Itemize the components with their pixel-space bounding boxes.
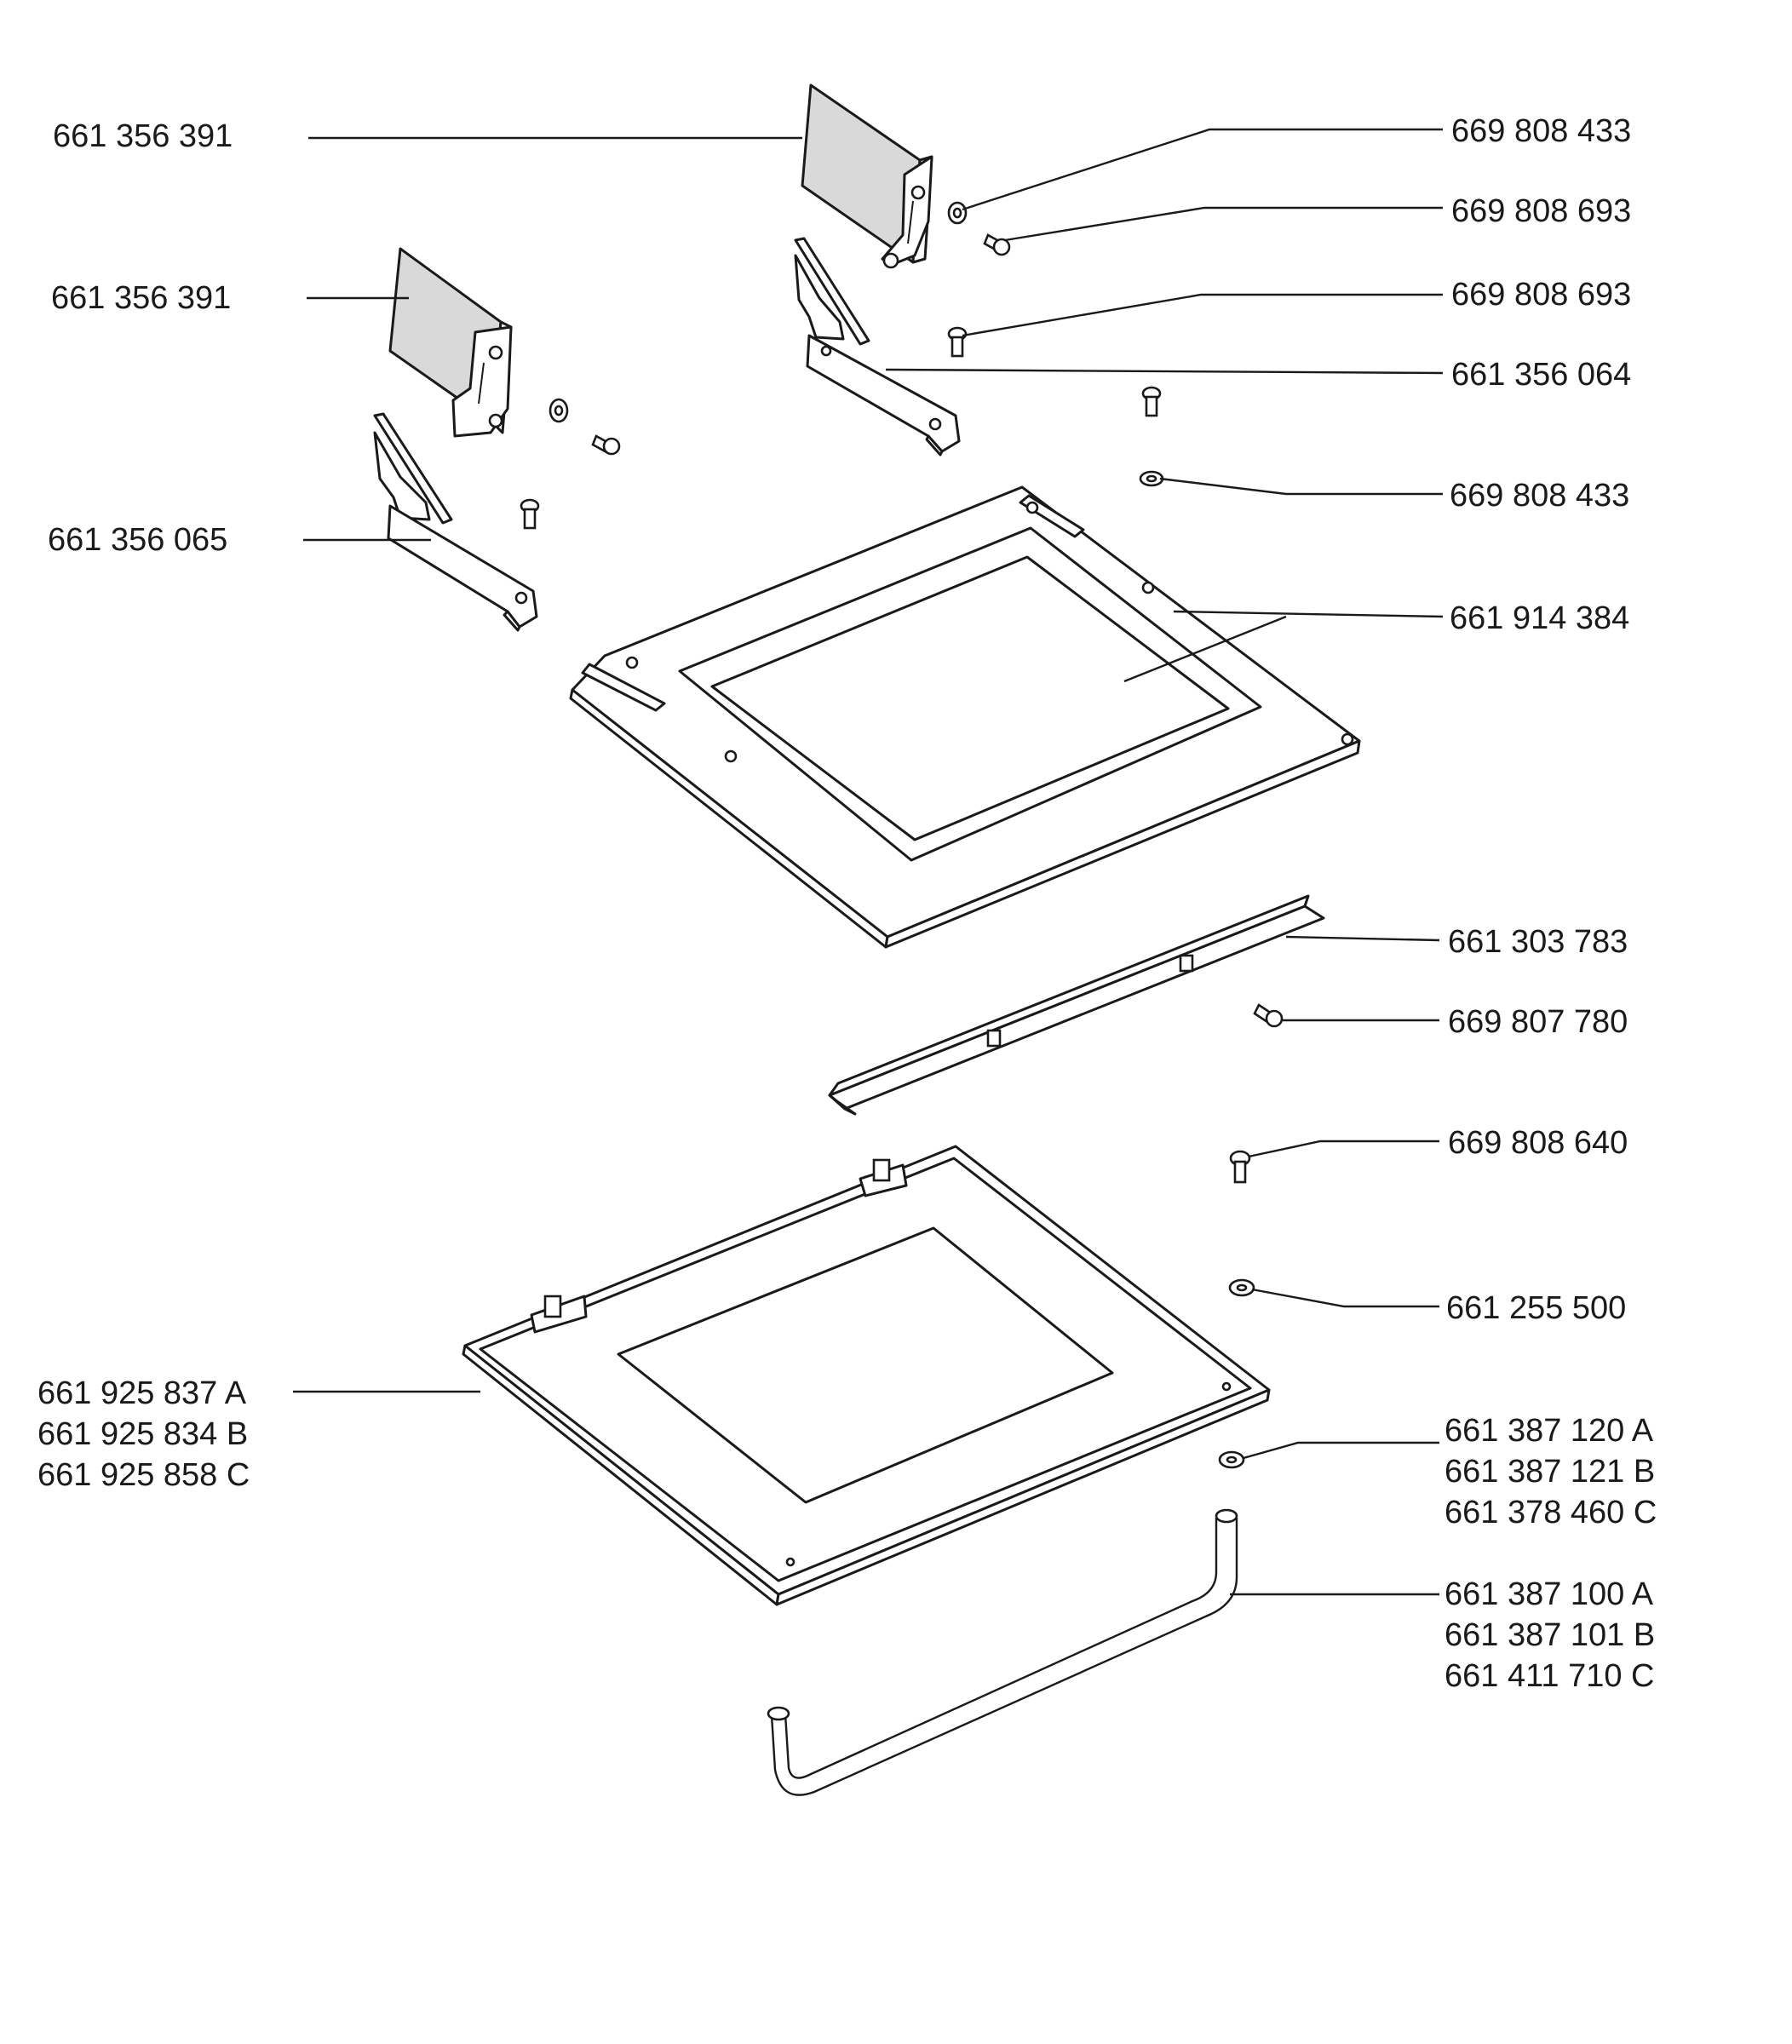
label-screw-top-a: 669 808 693 — [1451, 193, 1631, 229]
label-outer-door-a: 661 925 837 A — [37, 1375, 247, 1411]
screw-left-lower-icon — [520, 498, 540, 530]
label-inner-door-panel: 661 914 384 — [1450, 600, 1629, 636]
hinge-right — [794, 237, 961, 456]
handle-washer-icon — [1218, 1450, 1245, 1469]
label-handle-b: 661 387 101 B — [1445, 1617, 1655, 1653]
strip — [828, 894, 1325, 1116]
inner-door-panel — [569, 485, 1361, 949]
leader-lines — [293, 128, 1444, 1596]
washer-lower-icon — [1228, 1278, 1255, 1297]
screw-left-icon — [591, 434, 621, 456]
label-outer-door-b: 661 925 834 B — [37, 1416, 248, 1452]
washer-mid-icon — [1139, 470, 1164, 487]
label-handle-washer-a: 661 387 120 A — [1445, 1413, 1654, 1449]
label-handle-a: 661 387 100 A — [1445, 1576, 1654, 1612]
label-screw-strip: 669 807 780 — [1448, 1004, 1628, 1040]
hinge-cover-left — [388, 247, 513, 438]
screw-lower-icon — [1229, 1150, 1251, 1184]
washer-top-icon — [947, 201, 968, 225]
label-screw-top-b: 669 808 693 — [1451, 277, 1631, 313]
label-handle-washer-c: 661 378 460 C — [1445, 1495, 1657, 1530]
label-washer-mid: 669 808 433 — [1450, 478, 1629, 514]
screw-top-b-icon — [947, 326, 968, 358]
screw-mid-icon — [1141, 386, 1162, 417]
label-hinge-right: 661 356 064 — [1451, 357, 1631, 393]
label-hinge-cover-top: 661 356 391 — [53, 118, 233, 154]
label-handle-washer-b: 661 387 121 B — [1445, 1454, 1655, 1490]
washer-left-icon — [549, 398, 569, 423]
label-hinge-left: 661 356 065 — [48, 522, 227, 558]
hinge-left — [373, 412, 538, 632]
label-strip: 661 303 783 — [1448, 924, 1628, 960]
screw-strip-icon — [1253, 1003, 1284, 1028]
screw-top-a-icon — [983, 233, 1011, 256]
label-handle-c: 661 411 710 C — [1445, 1658, 1655, 1694]
handle — [767, 1508, 1238, 1796]
label-outer-door-c: 661 925 858 C — [37, 1457, 250, 1493]
label-washer-top: 669 808 433 — [1451, 113, 1631, 149]
hinge-cover-top — [801, 83, 933, 269]
label-screw-lower: 669 808 640 — [1448, 1125, 1628, 1161]
label-hinge-cover-left: 661 356 391 — [51, 280, 231, 316]
outer-door — [462, 1145, 1271, 1606]
label-washer-lower: 661 255 500 — [1446, 1290, 1626, 1326]
